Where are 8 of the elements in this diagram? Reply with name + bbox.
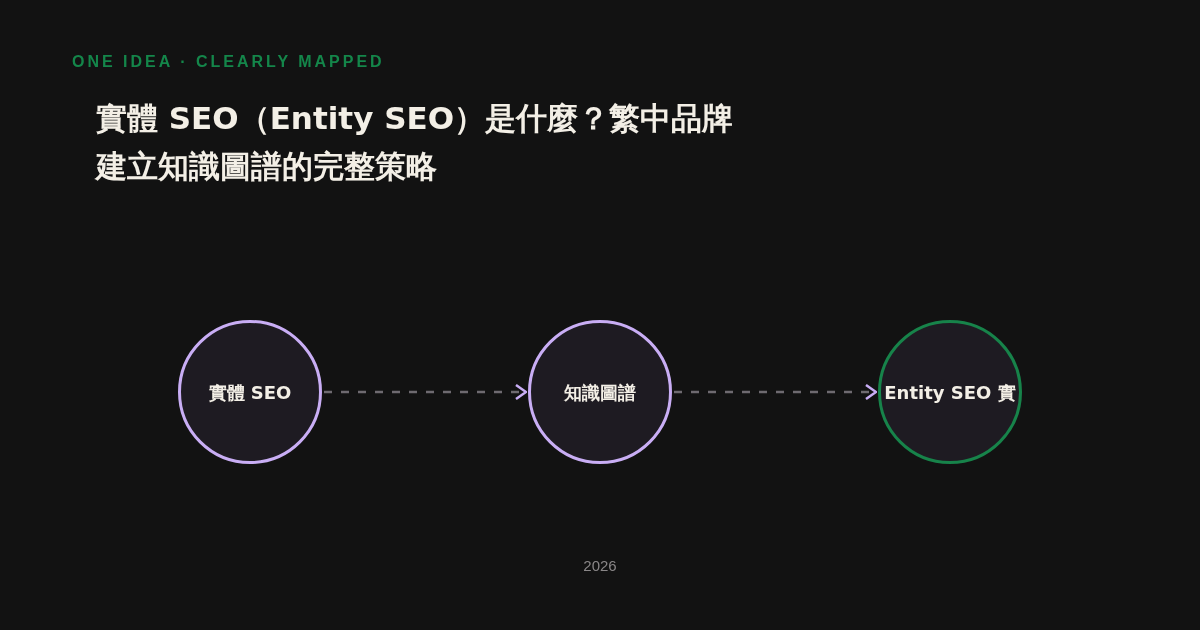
node-label: 實體 SEO [208,380,292,405]
dashed-arrow [674,383,878,401]
eyebrow-tagline: ONE IDEA · CLEARLY MAPPED [72,52,385,72]
dashed-arrow [324,383,528,401]
title: 實體 SEO（Entity SEO）是什麼？繁中品牌建立知識圖譜的完整策略 [96,99,734,186]
node-label: 知識圖譜 [564,380,636,405]
node-label: Entity SEO 實 [884,380,1016,405]
footer-year: 2026 [582,556,618,576]
